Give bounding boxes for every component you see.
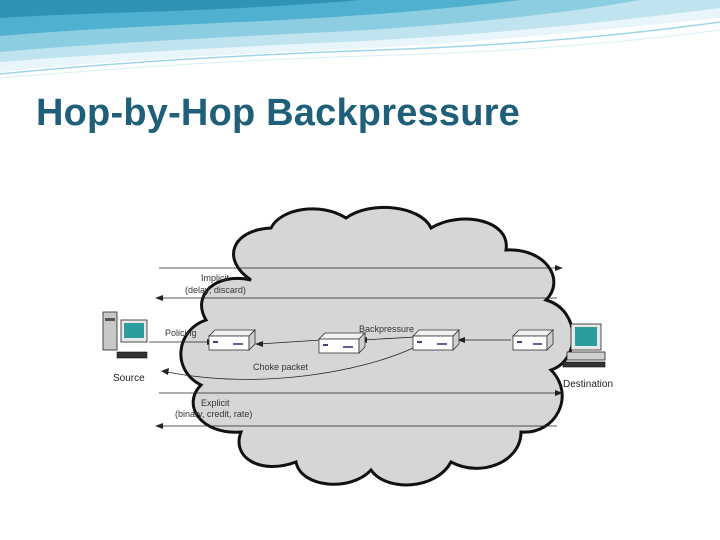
implicit-label: Implicit [201, 273, 230, 283]
source-label: Source [113, 373, 145, 384]
destination-computer-icon [562, 323, 606, 368]
choke-packet-label: Choke packet [253, 362, 309, 372]
source-computer-icon [102, 311, 148, 359]
backpressure-arrow-2 [362, 336, 416, 341]
page-title: Hop-by-Hop Backpressure [36, 92, 520, 134]
explicit-forward-arrowhead [555, 390, 563, 396]
implicit-sub-label: (delay, discard) [185, 285, 246, 295]
router-2 [318, 332, 366, 354]
implicit-forward-arrowhead [555, 265, 563, 271]
backpressure-arrowhead-3 [457, 337, 465, 343]
explicit-return-arrowhead [155, 423, 163, 429]
backpressure-diagram: Implicit (delay, discard) Explicit (bina… [101, 200, 621, 498]
choke-packet-curve [166, 347, 414, 380]
choke-packet-arrowhead [161, 368, 169, 375]
backpressure-arrow-1 [258, 339, 322, 345]
backpressure-arrowhead-1 [255, 341, 263, 347]
destination-label: Destination [563, 379, 613, 390]
router-1 [208, 329, 256, 351]
explicit-sub-label: (binary, credit, rate) [175, 409, 252, 419]
explicit-label: Explicit [201, 398, 230, 408]
header-wave-decoration [0, 0, 720, 79]
network-cloud [179, 205, 575, 487]
router-4 [512, 329, 554, 351]
backpressure-label: Backpressure [359, 324, 414, 334]
router-3 [412, 329, 460, 351]
implicit-return-arrowhead [155, 295, 163, 301]
policing-label: Policing [165, 328, 197, 338]
